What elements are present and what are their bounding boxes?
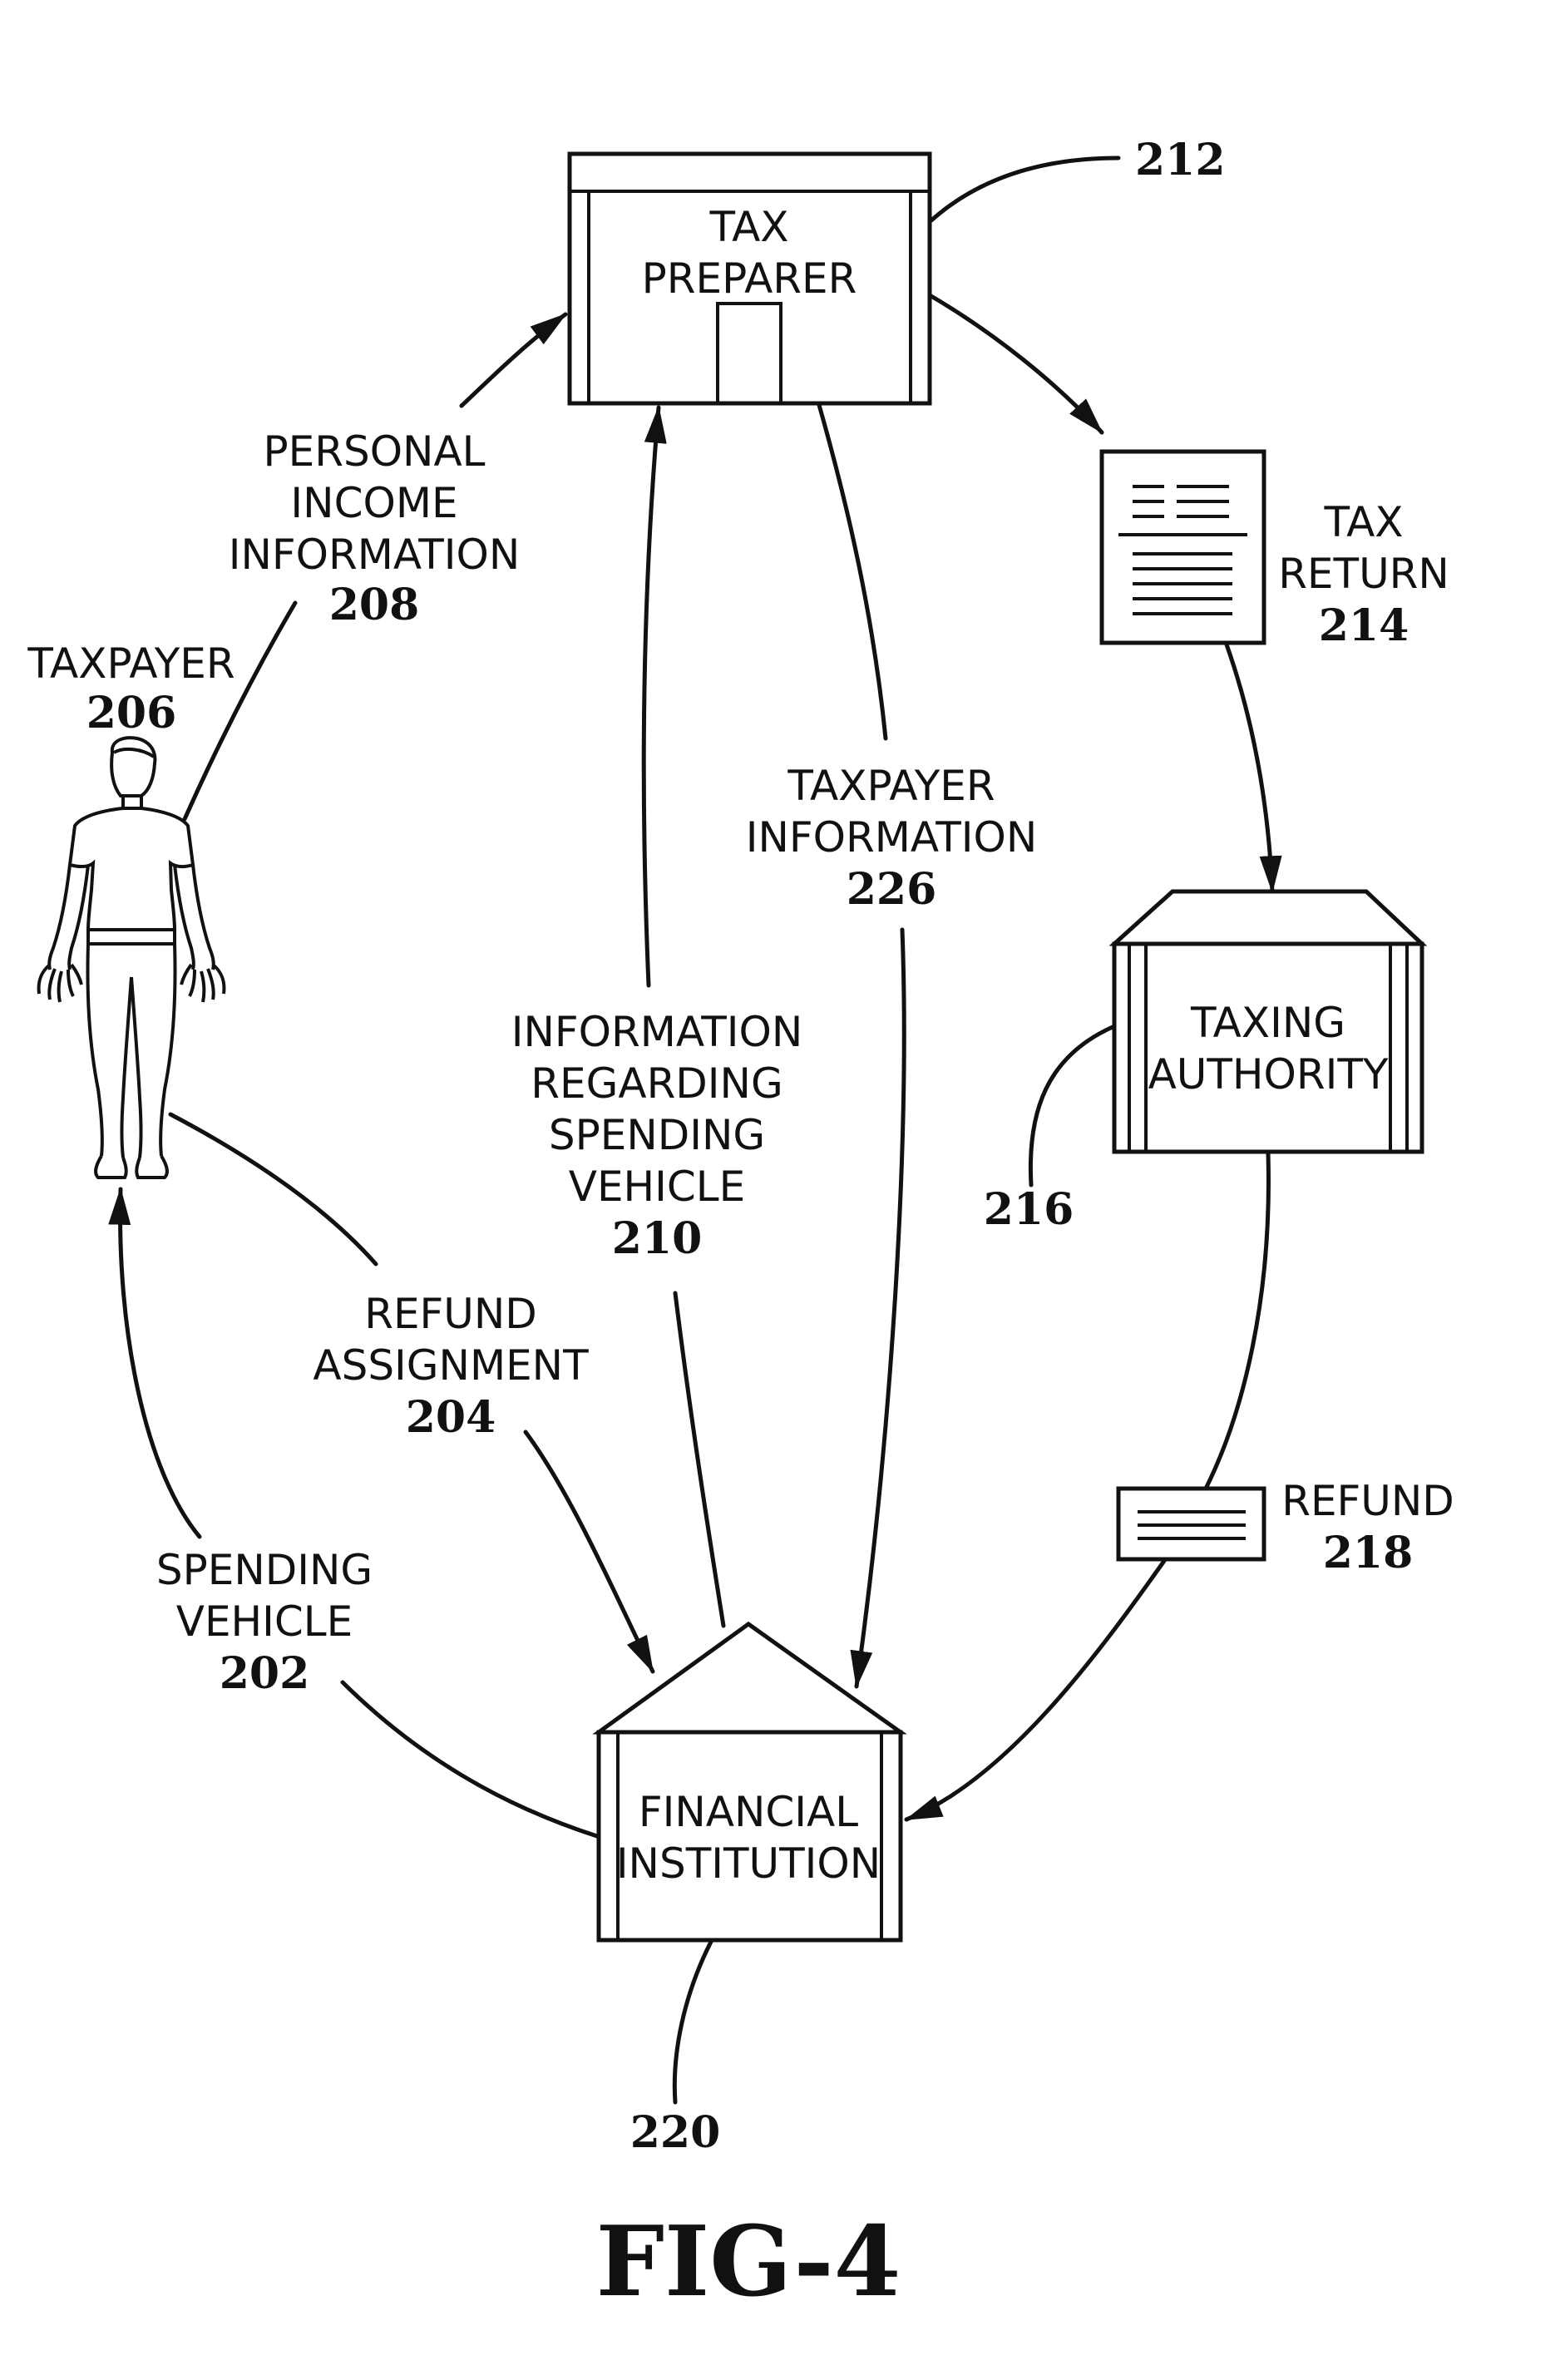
financial-institution-label-1: FINANCIAL <box>639 1788 858 1836</box>
spending-vehicle-arrow <box>121 1189 200 1537</box>
refund-assignment-label-2: ASSIGNMENT <box>313 1341 589 1390</box>
person-neck <box>123 796 141 808</box>
financial-institution-building <box>599 1732 901 1940</box>
personal-income-flow: PERSONAL INCOME INFORMATION 208 <box>185 314 565 819</box>
tax-preparer-node: TAX PREPARER 212 <box>570 135 1226 403</box>
refund-assignment-arrow <box>526 1432 653 1671</box>
tax-preparer-label-2: PREPARER <box>642 254 857 303</box>
taxpayer-ref: 206 <box>86 688 177 738</box>
person-hair-line <box>114 749 154 757</box>
taxing-authority-leader-line <box>1030 1027 1113 1185</box>
refund-assignment-label-1: REFUND <box>364 1290 537 1338</box>
figure-label: FIG-4 <box>596 2205 901 2318</box>
tax-return-node: TAX RETURN 214 <box>1102 452 1449 651</box>
refund-assignment-ref: 204 <box>406 1392 496 1443</box>
spending-vehicle-line-bottom <box>343 1682 597 1836</box>
taxpayer-information-label-2: INFORMATION <box>746 813 1038 862</box>
person-right-foot <box>136 1156 167 1178</box>
tax-return-ref: 214 <box>1319 600 1409 651</box>
tax-preparer-label-1: TAX <box>708 203 788 251</box>
financial-institution-roof <box>599 1624 901 1732</box>
taxpayer-information-ref: 226 <box>847 864 937 915</box>
preparer-to-return-arrow <box>930 295 1102 432</box>
personal-income-arrow <box>462 314 565 406</box>
refund-label: REFUND <box>1281 1477 1454 1525</box>
taxing-authority-building <box>1114 944 1422 1152</box>
tax-preparer-leader-line <box>931 158 1118 220</box>
info-spending-vehicle-label-3: SPENDING <box>549 1111 765 1159</box>
taxing-authority-label-1: TAXING <box>1190 999 1345 1047</box>
person-right-leg-outer <box>160 944 175 1156</box>
person-left-arm-outer <box>49 865 70 970</box>
refund-ref: 218 <box>1323 1528 1414 1578</box>
tax-return-label-2: RETURN <box>1278 550 1449 598</box>
info-spending-vehicle-arrow <box>644 407 659 985</box>
taxing-authority-label-2: AUTHORITY <box>1148 1050 1389 1099</box>
person-belt <box>88 930 175 944</box>
spending-vehicle-ref: 202 <box>220 1648 310 1699</box>
spending-vehicle-label-1: SPENDING <box>156 1546 373 1594</box>
person-right-hand <box>181 965 224 1002</box>
financial-institution-leader-line <box>674 1942 711 2102</box>
taxing-authority-ref: 216 <box>984 1184 1074 1235</box>
person-right-arm-inner <box>175 865 194 970</box>
info-spending-vehicle-ref: 210 <box>612 1213 703 1264</box>
financial-institution-ref: 220 <box>630 2107 721 2158</box>
personal-income-label-2: INCOME <box>290 479 457 527</box>
person-left-arm-inner <box>69 865 88 970</box>
info-spending-vehicle-flow: INFORMATION REGARDING SPENDING VEHICLE 2… <box>511 407 803 1626</box>
spending-vehicle-flow: SPENDING VEHICLE 202 <box>121 1189 597 1836</box>
spending-vehicle-label-2: VEHICLE <box>176 1597 353 1646</box>
person-left-leg-inner <box>122 977 132 1158</box>
taxpayer-label: TAXPAYER <box>27 639 235 688</box>
refund-node: REFUND 218 <box>1118 1477 1454 1578</box>
person-left-hand <box>39 965 81 1002</box>
taxpayer-information-line-top <box>819 405 886 738</box>
taxpayer-node: TAXPAYER 206 <box>27 639 235 1178</box>
info-spending-vehicle-label-4: VEHICLE <box>569 1163 746 1211</box>
refund-assignment-line-top <box>170 1114 376 1264</box>
personal-income-line <box>185 603 295 819</box>
financial-institution-label-2: INSTITUTION <box>616 1839 881 1888</box>
tax-return-label-1: TAX <box>1323 498 1403 546</box>
personal-income-ref: 208 <box>329 580 420 630</box>
person-icon <box>39 738 225 1178</box>
taxpayer-information-label-1: TAXPAYER <box>787 762 995 810</box>
financial-institution-node: FINANCIAL INSTITUTION 220 <box>599 1624 901 2158</box>
authority-to-refund-line <box>1206 1153 1268 1489</box>
person-right-arm-outer <box>193 865 214 970</box>
person-left-foot <box>96 1156 126 1178</box>
return-to-authority-arrow <box>1227 644 1272 891</box>
tax-preparer-ref: 212 <box>1135 135 1226 185</box>
person-left-leg-outer <box>88 944 102 1156</box>
person-right-leg-inner <box>131 977 141 1158</box>
person-head <box>111 738 155 796</box>
info-spending-vehicle-line-bottom <box>675 1293 723 1626</box>
taxpayer-information-arrow <box>857 930 904 1686</box>
personal-income-label-3: INFORMATION <box>229 531 521 579</box>
taxing-authority-node: TAXING AUTHORITY 216 <box>984 891 1422 1235</box>
info-spending-vehicle-label-1: INFORMATION <box>511 1008 803 1056</box>
info-spending-vehicle-label-2: REGARDING <box>531 1059 782 1108</box>
personal-income-label-1: PERSONAL <box>263 427 485 476</box>
taxing-authority-roof <box>1114 891 1422 944</box>
refund-to-bank-arrow <box>906 1561 1164 1820</box>
